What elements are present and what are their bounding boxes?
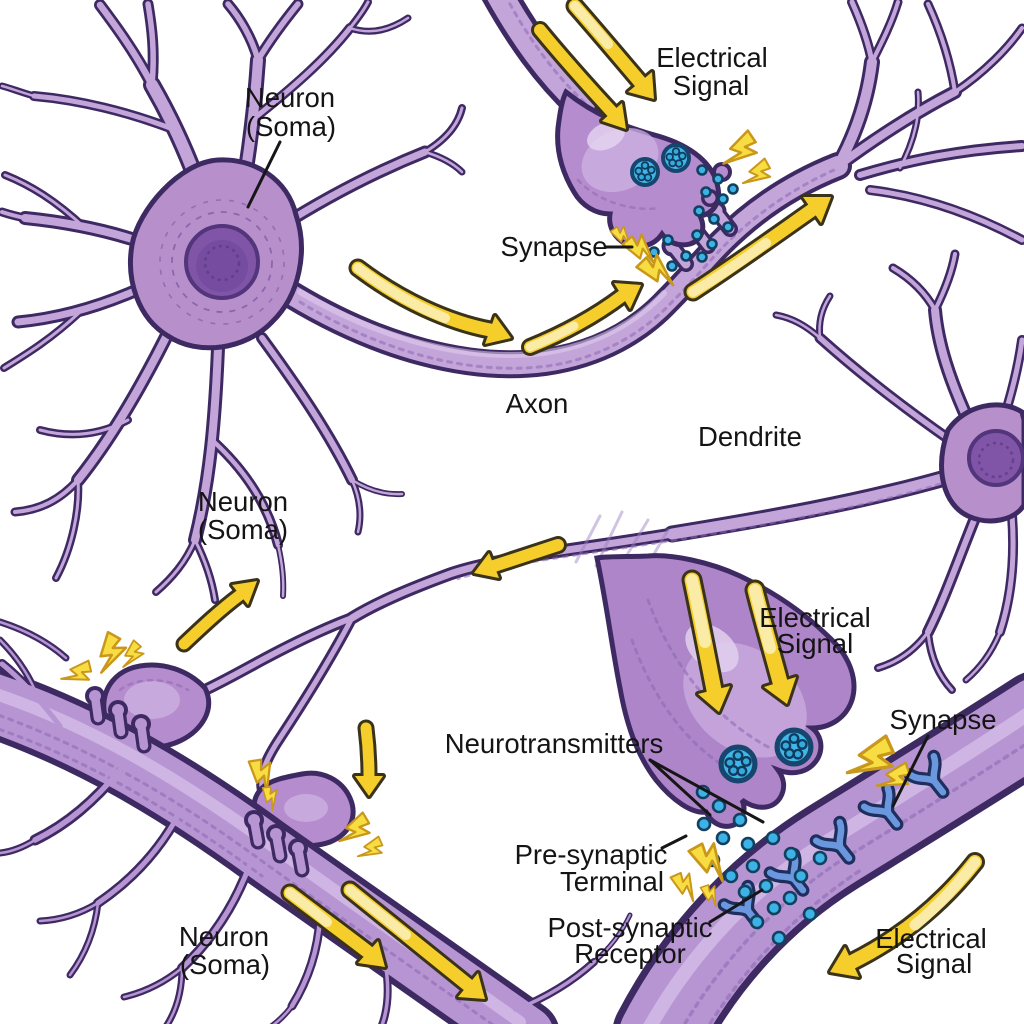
label-synapse-right: Synapse bbox=[889, 704, 996, 735]
pointer-line bbox=[708, 888, 764, 924]
nucleus-texture bbox=[977, 441, 1015, 479]
label-electrical-signal-right-line1: Electrical bbox=[759, 602, 871, 633]
label-neuron-soma-top-line2: (Soma) bbox=[246, 111, 336, 142]
nucleus bbox=[967, 429, 1024, 487]
label-electrical-signal-bottom-line1: Electrical bbox=[875, 923, 987, 954]
dendrite-branch bbox=[924, 628, 956, 694]
dendrite-branch bbox=[772, 311, 824, 342]
bulb-highlight bbox=[124, 681, 180, 719]
soma-right bbox=[939, 402, 1024, 524]
label-electrical-signal-top-line2: Signal bbox=[673, 70, 749, 101]
label-pre-synaptic-line2: Terminal bbox=[560, 866, 664, 897]
axon-terminal-branch bbox=[950, 23, 1024, 97]
pointer-line bbox=[648, 758, 712, 817]
signal-arrow bbox=[521, 280, 644, 356]
soma-texture bbox=[171, 211, 273, 313]
signal-arrow bbox=[175, 578, 260, 653]
signal-arrow bbox=[471, 536, 567, 581]
label-neuron-soma-top-line1: Neuron bbox=[245, 82, 335, 113]
postsynaptic-membrane-left-2 bbox=[244, 810, 310, 878]
labels: Neuron (Soma) Electrical Signal Synapse … bbox=[179, 42, 997, 980]
signal-arrows bbox=[175, 0, 985, 1002]
signal-arrow bbox=[681, 569, 733, 715]
dendrite-branch bbox=[10, 475, 83, 517]
pointer-line bbox=[648, 758, 765, 824]
label-pre-synaptic-line1: Pre-synaptic bbox=[515, 839, 668, 870]
synapse-top bbox=[481, 0, 739, 272]
synaptic-vesicle bbox=[777, 730, 811, 764]
signal-arrow bbox=[348, 258, 514, 347]
signal-arrow bbox=[683, 194, 834, 302]
label-electrical-signal-top-line1: Electrical bbox=[656, 42, 768, 73]
signal-arrow bbox=[827, 852, 985, 980]
signal-arrow bbox=[531, 21, 629, 132]
label-post-synaptic-line2: Receptor bbox=[574, 938, 686, 969]
signal-arrow bbox=[352, 719, 386, 799]
nucleus-shade bbox=[196, 240, 248, 292]
label-neuron-soma-mid-line2: (Soma) bbox=[198, 514, 288, 545]
signal-arrow bbox=[340, 880, 488, 1002]
soma-top-left bbox=[128, 157, 304, 351]
label-neuron-soma-bottom-line1: Neuron bbox=[179, 921, 269, 952]
label-neurotransmitters: Neurotransmitters bbox=[445, 728, 664, 759]
dendrite-branch bbox=[120, 964, 186, 1001]
bulb-highlight bbox=[284, 794, 328, 822]
synaptic-vesicle bbox=[661, 143, 691, 173]
dendrite-branch bbox=[36, 899, 102, 925]
synaptic-vesicle bbox=[721, 747, 755, 781]
pointer-line bbox=[246, 140, 282, 209]
label-post-synaptic-line1: Post-synaptic bbox=[547, 912, 712, 943]
pointer-line bbox=[660, 834, 688, 850]
synaptic-vesicle bbox=[630, 157, 660, 187]
axon-terminal-branch bbox=[865, 185, 1024, 245]
dendrite-branch bbox=[152, 536, 199, 596]
label-electrical-signal-bottom-line2: Signal bbox=[896, 948, 972, 979]
neurotransmitter-dots-top bbox=[648, 164, 739, 272]
postsynaptic-membrane-left-1 bbox=[85, 686, 152, 754]
signal-arrow bbox=[744, 579, 799, 707]
label-neuron-soma-mid-line1: Neuron bbox=[198, 486, 288, 517]
dendrite-branch bbox=[287, 913, 325, 1011]
dendrite-branch bbox=[962, 628, 1004, 684]
spark-icon bbox=[355, 833, 390, 868]
main-trunk bbox=[0, 674, 552, 1024]
dendrite-branch bbox=[874, 628, 932, 672]
soma-texture bbox=[159, 199, 285, 325]
label-neuron-soma-bottom-line2: (Soma) bbox=[180, 949, 270, 980]
signal-arrow bbox=[565, 0, 657, 102]
dendrite-branch bbox=[93, 807, 185, 908]
neuron-top-left bbox=[0, 0, 1024, 604]
label-dendrite: Dendrite bbox=[698, 421, 802, 452]
label-electrical-signal-right-line2: Signal bbox=[777, 628, 853, 659]
nucleus-texture bbox=[203, 244, 241, 282]
bulb-highlight bbox=[587, 121, 625, 151]
label-synapse-top: Synapse bbox=[500, 231, 607, 262]
dendrite-fills bbox=[202, 252, 1024, 791]
signal-arrow bbox=[280, 883, 388, 970]
pointer-line bbox=[891, 734, 930, 808]
label-axon: Axon bbox=[506, 388, 569, 419]
dendrite-branch bbox=[421, 104, 466, 156]
